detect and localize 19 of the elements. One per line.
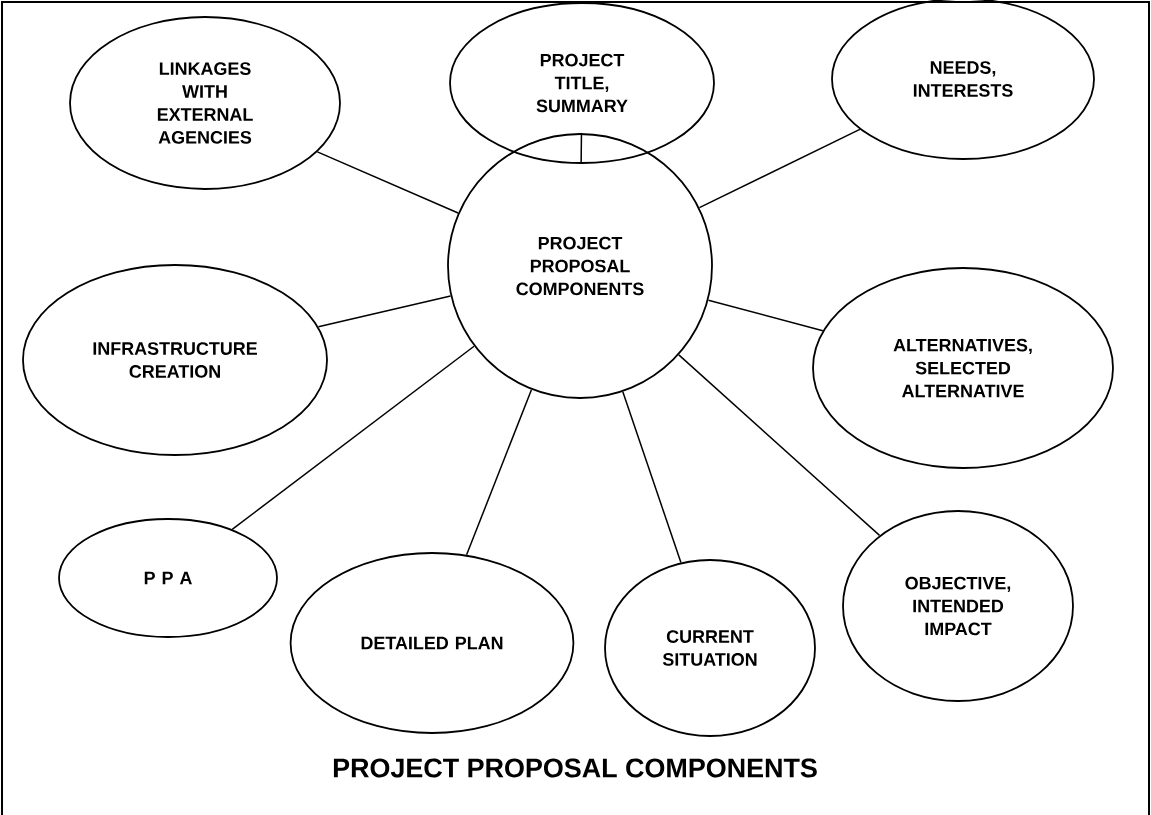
connector-line bbox=[622, 391, 682, 564]
connector-line bbox=[580, 132, 583, 165]
connector-line bbox=[231, 345, 475, 531]
ellipse-node: INFRASTRUCTURE CREATION bbox=[22, 264, 328, 456]
ellipse-node: DETAILED PLAN bbox=[289, 552, 575, 734]
ellipse-node: PROJECT TITLE, SUMMARY bbox=[449, 2, 715, 164]
ellipse-node: ALTERNATIVES, SELECTED ALTERNATIVE bbox=[812, 267, 1114, 469]
ellipse-node: CURRENT SITUATION bbox=[604, 559, 816, 737]
title: PROJECT PROPOSAL COMPONENTS bbox=[333, 758, 817, 778]
connector-line bbox=[316, 151, 459, 214]
connector-line bbox=[317, 295, 452, 328]
circle-node: PROJECT PROPOSAL COMPONENTS bbox=[447, 133, 713, 399]
connector-line bbox=[698, 128, 861, 209]
ellipse-node: OBJECTIVE, INTENDED IMPACT bbox=[842, 510, 1074, 702]
connector-line bbox=[465, 388, 533, 556]
ellipse-node: P P A bbox=[58, 518, 278, 638]
connector-line bbox=[707, 299, 824, 332]
connector-line bbox=[678, 354, 881, 537]
ellipse-node: LINKAGES WITH EXTERNAL AGENCIES bbox=[69, 16, 341, 190]
